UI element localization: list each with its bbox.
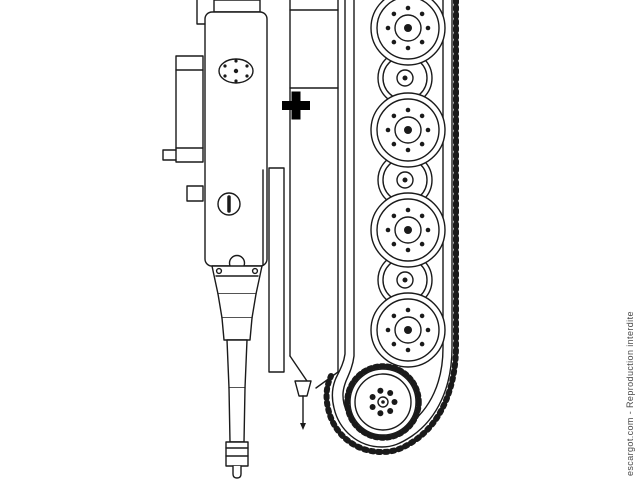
inner-road-wheels (377, 50, 433, 308)
track-teeth (323, 0, 459, 455)
muzzle-tip (232, 465, 242, 479)
hull-deck (268, 0, 339, 430)
bow-fitting (294, 380, 312, 397)
sprocket-teeth (344, 363, 422, 441)
muzzle-brake (225, 441, 249, 467)
stowage-box (162, 55, 204, 202)
gun-mantlet (211, 265, 263, 295)
gun-barrel (211, 265, 263, 479)
turret-group (162, 0, 268, 272)
balkenkreuz-marking (282, 91, 310, 120)
drive-sprocket (344, 363, 422, 441)
turret-roof (204, 11, 268, 267)
side-bracket (186, 185, 204, 202)
ventilator-ring (217, 192, 241, 216)
line-art-group (162, 0, 459, 479)
commander-hatch (218, 58, 254, 84)
side-skirt (268, 167, 285, 373)
watermark-text: escargot.com - Reproduction interdite (625, 311, 635, 476)
